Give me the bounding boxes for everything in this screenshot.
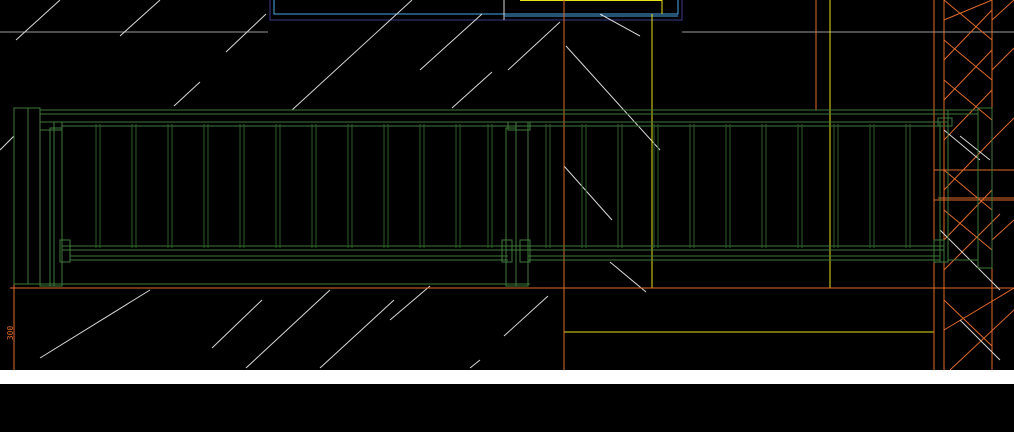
hatch-lines (0, 0, 661, 369)
white-band (0, 370, 1014, 384)
railing-balusters (95, 124, 911, 248)
right-crosshatch (943, 0, 1014, 371)
railing-handrail (14, 109, 978, 285)
window-block (269, 0, 683, 21)
yellow-lines (564, 0, 934, 333)
railing-posts (13, 107, 993, 287)
railing-post-caps (39, 117, 953, 263)
dimension-label: 300 (6, 325, 15, 341)
orange-lines (8, 0, 1014, 380)
